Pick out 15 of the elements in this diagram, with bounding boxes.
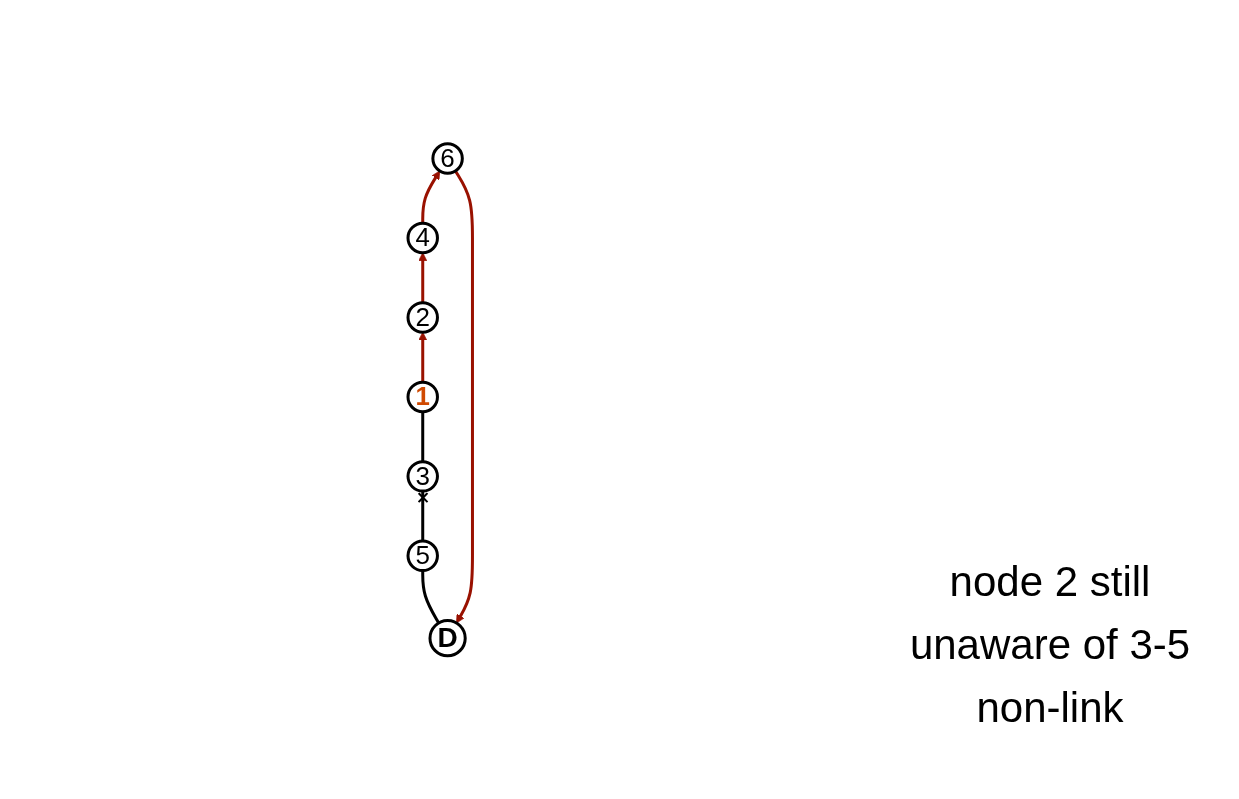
node-circle: D (428, 619, 467, 658)
node-circle: 6 (431, 142, 464, 176)
node-circle: 5 (406, 540, 439, 573)
connector (421, 412, 424, 463)
connector (421, 571, 440, 625)
node-circle: 4 (406, 222, 439, 255)
arrow (418, 252, 427, 304)
arrow (453, 170, 474, 624)
node-circle: 2 (406, 301, 439, 335)
note-text: node 2 still unaware of 3-5 non-link (908, 557, 1192, 733)
arrow (418, 332, 427, 383)
connector (417, 491, 429, 542)
node-circle: 1 (406, 381, 439, 414)
arrow (421, 171, 440, 224)
node-circle: 3 (406, 460, 439, 493)
